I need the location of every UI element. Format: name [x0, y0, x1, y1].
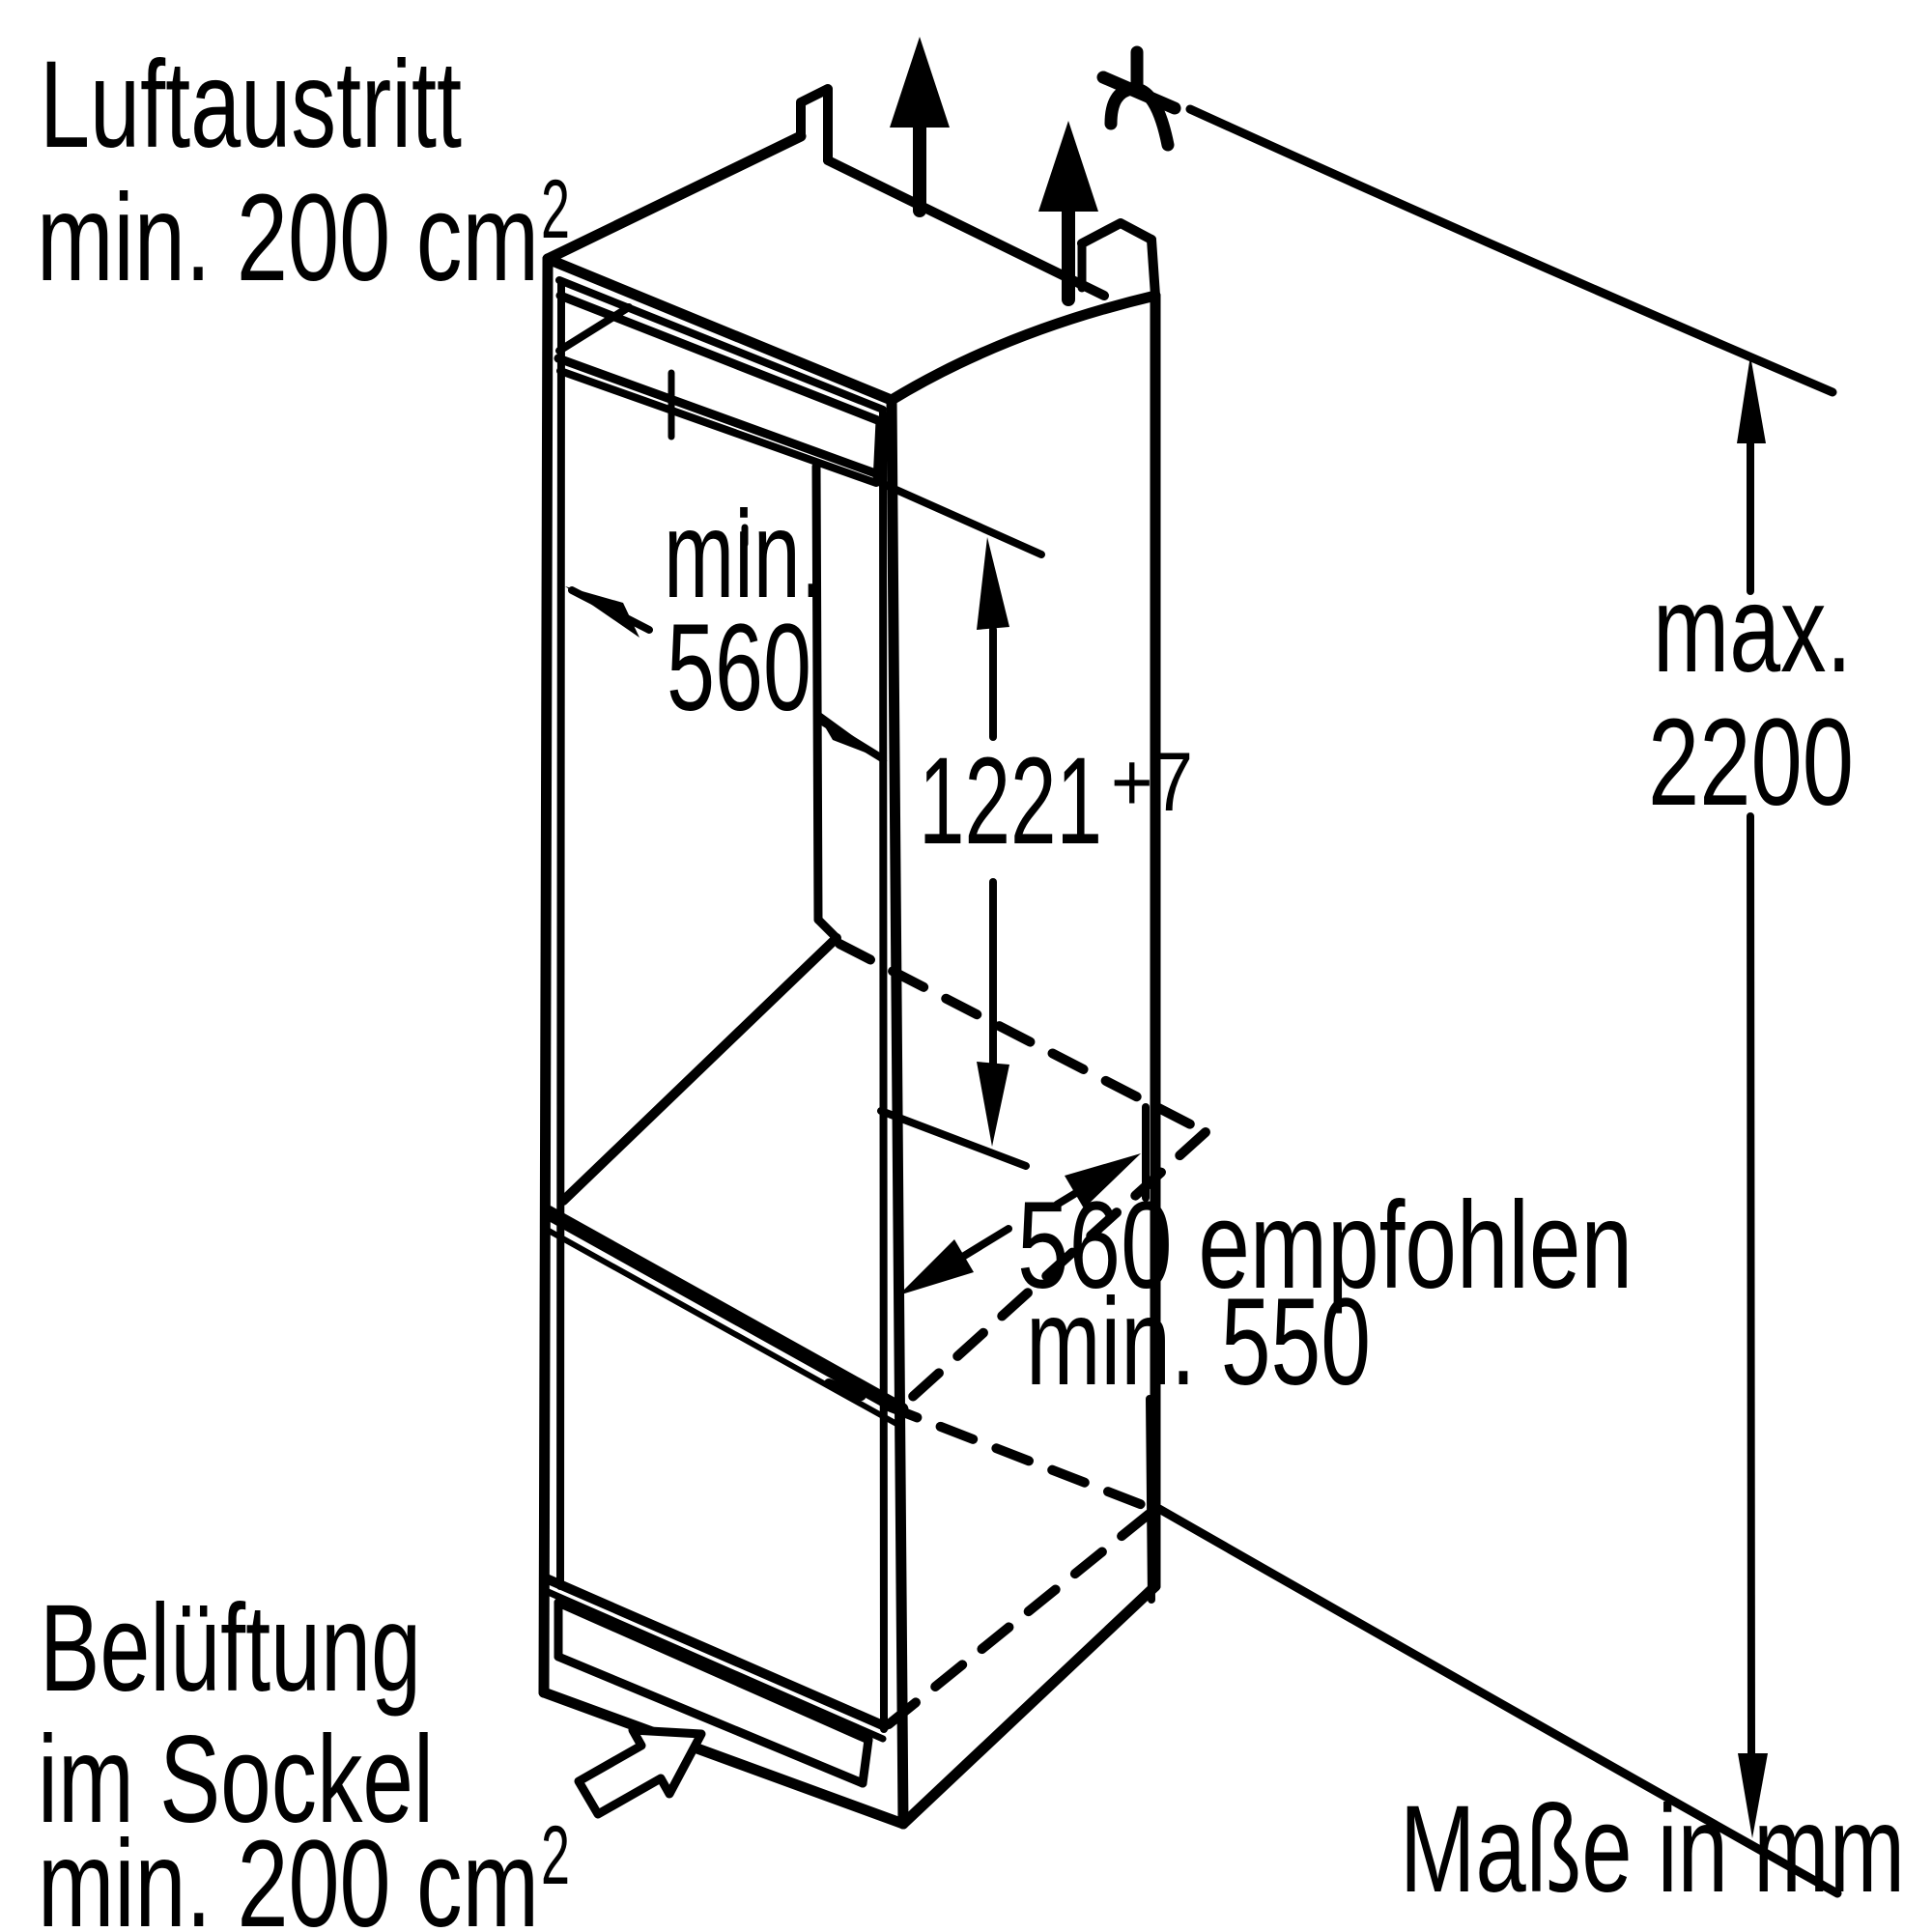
air-outlet-superscript: 2 [541, 163, 570, 256]
depth-extension-lower [1146, 1395, 1155, 1604]
front-top-inner-edge [555, 276, 887, 413]
max-height-arrow-up [1737, 355, 1766, 443]
niche-height-value: 1221 [919, 732, 1102, 870]
max-height-arrow-down [1738, 1753, 1768, 1838]
niche-width-label-line2: 560 [667, 599, 811, 737]
top-rear-left-vent-notch [796, 84, 833, 165]
base-vent-label-line3: min. 200 cm [38, 1815, 539, 1932]
max-height-label-line2: 2200 [1648, 694, 1854, 832]
cabinet-bottom-right-depth-edge [897, 1580, 1161, 1830]
dimension-niche-height [877, 479, 1045, 1170]
labels: Luftaustritt min. 200 cm 2 min. 560 1221… [37, 36, 1905, 1932]
top-rear-right-vent-notch [1077, 218, 1156, 248]
max-height-shaft-lower [1747, 812, 1755, 1760]
air-outlet-label-line2: min. 200 cm [37, 169, 539, 307]
cabinet-outline [538, 84, 1161, 1830]
depth-arrow-down [898, 1239, 974, 1295]
cabinet-bottom-front-edge [538, 1687, 909, 1830]
top-vent-slot [554, 291, 885, 487]
niche-height-tolerance: +7 [1111, 736, 1193, 829]
base-vent-superscript: 2 [541, 1809, 570, 1902]
door-top-edge [540, 1205, 909, 1417]
side-panel-top-edge [886, 290, 1161, 406]
front-top-outer-edge [542, 253, 895, 405]
niche-interior [558, 462, 1210, 1407]
bottom-panel-right-edge-hidden [884, 1508, 1155, 1729]
airflow-arrows [890, 37, 1098, 306]
dimension-depth [898, 1103, 1155, 1604]
plinth-vent-slot-right-cap [858, 1735, 873, 1788]
unit-note: Maße in mm [1400, 1780, 1905, 1918]
plinth-vent-slot-bottom [554, 1652, 867, 1788]
niche-width-label-line1: min. [664, 486, 824, 624]
dimension-niche-width [565, 369, 888, 762]
top-face-back-edge [823, 156, 1109, 300]
door-bottom-edge [539, 1573, 890, 1731]
depth-label-line2: min. 550 [1026, 1273, 1371, 1411]
base-vent-label-line1: Belüftung [40, 1579, 421, 1718]
niche-ceiling-front-edge [556, 367, 880, 487]
cabinet-left-inner-edge [556, 278, 565, 1590]
power-cord-crossbar [1096, 71, 1181, 115]
max-height-label-line1: max. [1653, 560, 1852, 698]
niche-height-arrow-down [977, 1062, 1009, 1147]
dimension-max-height [1154, 104, 1842, 1898]
niche-height-arrow-up [977, 537, 1009, 630]
niche-ceiling-leader [877, 479, 1045, 558]
depth-leader-down [952, 1225, 1012, 1264]
niche-floor-leader [877, 1107, 1030, 1170]
top-face-left-depth-edge [542, 130, 807, 265]
depth-arrow-up [1065, 1153, 1141, 1208]
niche-floor-back-edge-hidden [835, 939, 1210, 1137]
base-airflow-arrow-icon [574, 1725, 706, 1819]
niche-floor-right-edge-hidden [901, 1127, 1210, 1407]
up-arrow-icon-2-head [1038, 121, 1098, 212]
cabinet-front-right-outer-edge [886, 394, 909, 1830]
plinth-base [538, 1378, 1155, 1830]
door-bottom-gap-line [542, 1587, 887, 1743]
cabinet-left-outer-edge [538, 253, 554, 1698]
niche-width-arrow-left [565, 586, 639, 638]
vent-slot-inner-corner-line [555, 303, 633, 355]
bottom-panel-back-edge-hidden [824, 1378, 1152, 1512]
plinth-vent-slot-top [554, 1598, 873, 1745]
vent-slot-right-cap [872, 416, 885, 487]
floor-reference-line [1154, 1504, 1842, 1898]
niche-width-arrow-right [813, 707, 888, 761]
ceiling-reference-line [1185, 104, 1837, 397]
cabinet-front-right-inner-edge [879, 409, 888, 1733]
power-cord-icon [1096, 45, 1181, 152]
lower-front-door [539, 1205, 909, 1743]
niche-back-left-corner-line [811, 462, 823, 924]
niche-floor-left-edge [558, 933, 841, 1206]
top-rear-right-notch-corner [1147, 235, 1160, 300]
door-top-gap-line [546, 1228, 901, 1428]
vent-slot-bottom-edge [554, 354, 883, 479]
up-arrow-icon-head [890, 37, 950, 128]
depth-label-line1: 560 empfohlen [1017, 1177, 1633, 1315]
vent-slot-top-edge [555, 291, 885, 426]
air-outlet-label-line1: Luftaustritt [40, 36, 462, 174]
base-vent-label-line2: im Sockel [38, 1711, 434, 1849]
